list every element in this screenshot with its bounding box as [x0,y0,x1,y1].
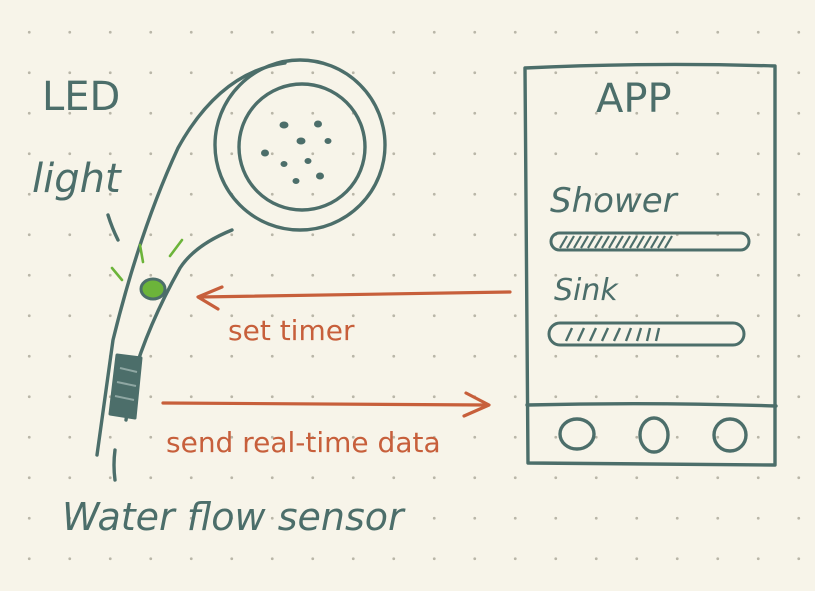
water-flow-sensor [108,353,143,420]
nav-divider [525,402,778,408]
light-label: light [32,156,122,202]
shower-head [213,58,387,232]
app-item-sink-label: Sink [554,273,619,308]
nav-button-1[interactable] [558,417,596,451]
water-flow-sensor-label: Water flow sensor [62,495,406,539]
set-timer-arrow-shaft [198,290,512,299]
set-timer-label: set timer [228,314,355,347]
send-data-arrow-shaft [161,401,488,407]
send-data-label: send real-time data [166,426,441,459]
handle-bottom-stub [112,448,117,482]
set-timer-arrowhead [196,285,224,311]
led-label: LED [42,74,120,120]
shower-progress-bar[interactable] [549,231,751,252]
app-item-shower-label: Shower [550,181,679,221]
shower-head-outer-ring [213,58,387,232]
app-title: APP [596,76,672,122]
led-light [110,238,184,301]
sink-progress-bar[interactable] [547,321,746,347]
nav-button-3[interactable] [712,417,748,453]
shower-head-inner-ring [237,82,367,212]
shower-handle-left-edge [95,61,287,457]
phone-frame [523,62,777,467]
nav-button-2[interactable] [638,416,670,454]
led-pointer-line [106,213,120,242]
shower-nozzles [261,120,332,184]
send-data-arrowhead [462,391,491,418]
app-phone: APP Shower Sink [523,62,778,467]
